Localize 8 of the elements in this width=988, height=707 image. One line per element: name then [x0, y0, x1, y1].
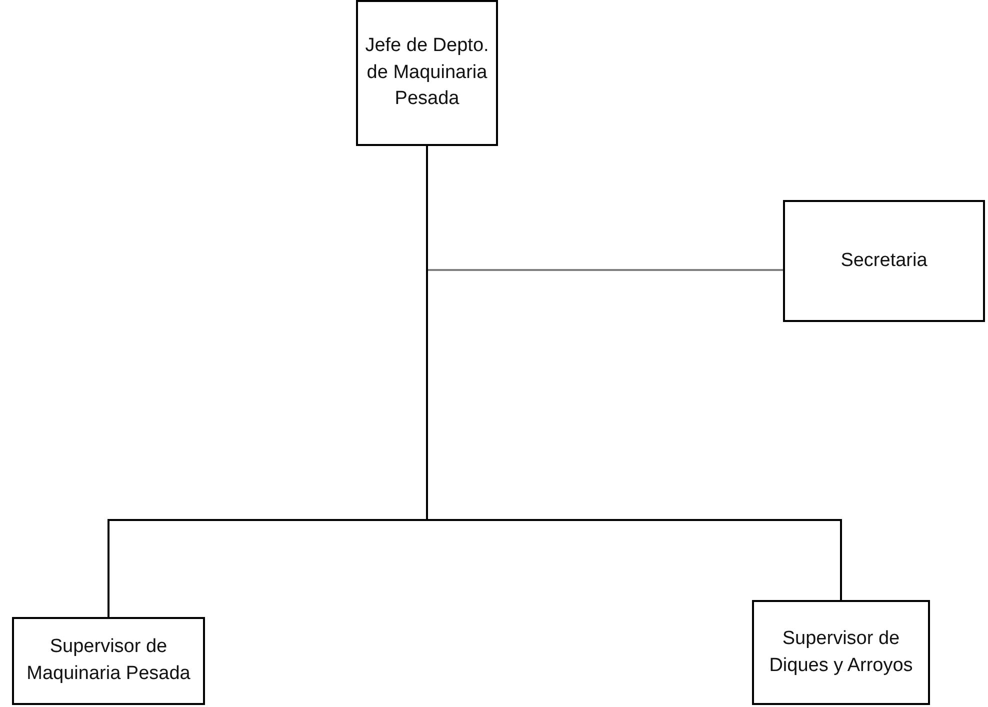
role-title: Secretaria [840, 248, 928, 273]
role-title: Supervisor de Maquinaria Pesada [26, 635, 192, 686]
org-box [12, 617, 205, 705]
role-title: Supervisor de Diques y Arroyos [768, 626, 914, 678]
org-box [783, 200, 985, 322]
org-box [752, 600, 930, 705]
org-box [356, 0, 498, 146]
role-title: Jefe de Depto. de Maquinaria Pesada [364, 34, 490, 112]
